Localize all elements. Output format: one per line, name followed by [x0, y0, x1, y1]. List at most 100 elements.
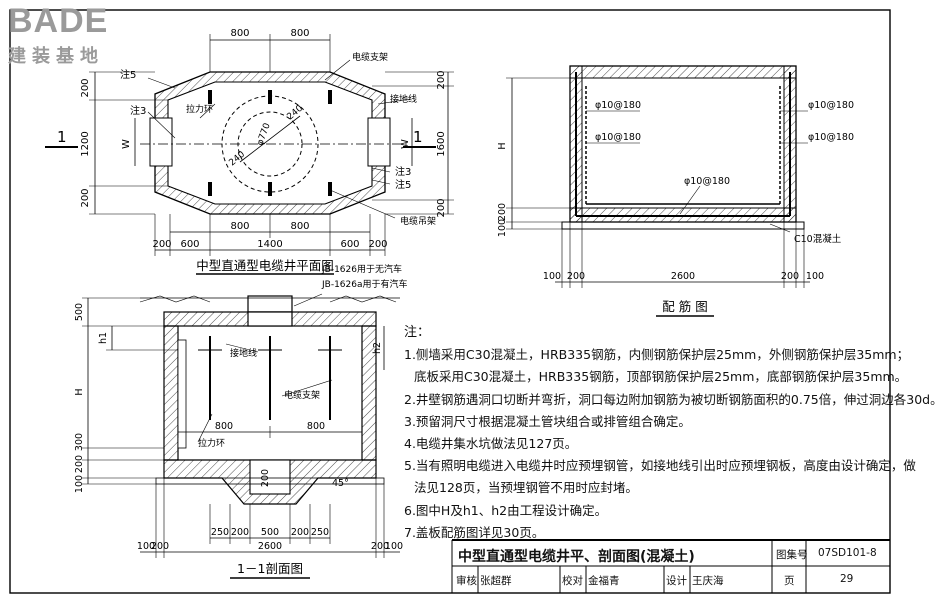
dim-text: 800 — [290, 221, 309, 232]
dim-text: 200 — [371, 541, 389, 552]
dim-text: 100 — [385, 541, 403, 552]
page-label: 页 — [784, 575, 795, 587]
sheet-frame — [9, 9, 891, 594]
dim-text: h1 — [98, 332, 109, 344]
section-view-text: JB-1626用于无汽车 JB-1626a用于有汽车 500 h1 H 300 … — [74, 263, 408, 579]
dim-text: 2600 — [258, 541, 282, 552]
dim-text: 200 — [80, 188, 91, 207]
dim-text: 800 — [230, 221, 249, 232]
notes-heading: 注： — [404, 325, 431, 340]
rebar-label: φ10@180 — [684, 176, 730, 187]
note-label: 注5 — [120, 68, 136, 81]
note-line: 1.侧墙采用C30混凝土，HRB335钢筋，内侧钢筋保护层25mm，外侧钢筋保护… — [404, 347, 910, 363]
ground-wire-label: 接地线 — [230, 347, 257, 359]
section-mark-right: 1 — [413, 128, 423, 146]
rebar-label: φ10@180 — [595, 100, 641, 111]
dim-text: 200 — [80, 78, 91, 97]
dim-text: 200 — [291, 527, 309, 538]
rebar-label: φ10@180 — [808, 132, 854, 143]
brand-logo: BADE — [8, 2, 109, 40]
dim-text: 800 — [307, 421, 325, 432]
dim-text: 500 — [261, 527, 279, 538]
dim-text: 100 — [137, 541, 155, 552]
note-line: 2.井壁钢筋遇洞口切断并弯折，洞口每边附加钢筋为被切断钢筋面积的0.75倍，伸过… — [404, 391, 943, 407]
plan-view-title: 中型直通型电缆井平面图 — [196, 258, 334, 273]
section-view — [82, 293, 400, 558]
designer-name: 王庆海 — [692, 575, 724, 587]
rebar-label: φ10@180 — [808, 100, 854, 111]
dim-text: h2 — [372, 342, 383, 354]
dim-text: W — [400, 139, 411, 149]
dim-text: 200 — [74, 455, 85, 473]
note-label: 注5 — [395, 178, 411, 191]
dim-text: 200 — [260, 469, 271, 487]
cover-label-1: JB-1626用于无汽车 — [321, 263, 402, 275]
dim-text: 1400 — [257, 239, 282, 250]
rebar-view-text: φ10@180 φ10@180 φ10@180 φ10@180 φ10@180 … — [497, 100, 854, 317]
dim-text: 600 — [340, 239, 359, 250]
check-label: 校对 — [562, 575, 583, 587]
dim-text: 100 — [74, 475, 85, 493]
c10-label: C10混凝土 — [794, 233, 842, 245]
dim-text: 200 — [151, 541, 169, 552]
dim-text: 600 — [180, 239, 199, 250]
dim-text: 200 — [436, 198, 447, 217]
dim-text: 800 — [230, 28, 249, 39]
note-line: 5.当有照明电缆进入电缆井时应预埋钢管，如接地线引出时应预埋钢板，高度由设计确定… — [404, 458, 916, 474]
dim-text: 200 — [436, 70, 447, 89]
note-line: 3.预留洞尺寸根据混凝土管块组合或排管组合确定。 — [404, 413, 691, 429]
title-block-grid — [451, 539, 890, 593]
dim-text: 100 — [806, 271, 824, 282]
note-line: 法见128页，当预埋钢管不用时应封堵。 — [414, 480, 638, 496]
dim-text: H — [497, 142, 508, 149]
drawing-canvas: 800 800 800 800 200 600 1400 600 200 200… — [9, 9, 891, 594]
brand-tagline: 建装基地 — [8, 46, 104, 67]
dim-text: 200 — [368, 239, 387, 250]
pull-ring-label: 拉力环 — [198, 437, 225, 449]
dim-text: 200 — [152, 239, 171, 250]
review-label: 审核 — [456, 575, 477, 587]
dim-text: 1200 — [80, 131, 91, 156]
checker-name: 金福青 — [588, 575, 620, 587]
note-label: 注3 — [395, 165, 411, 178]
dim-text: 200 — [497, 203, 508, 221]
reviewer-name: 张超群 — [480, 575, 512, 587]
note-line: 7.盖板配筋图详见30页。 — [404, 524, 545, 540]
rebar-label: φ10@180 — [595, 132, 641, 143]
rebar-view-title: 配 筋 图 — [662, 299, 707, 314]
dim-text: 1600 — [436, 131, 447, 156]
ground-wire-label: 接地线 — [390, 93, 417, 105]
dim-text: 200 — [567, 271, 585, 282]
rebar-view — [506, 65, 810, 288]
angle-label: 45° — [332, 478, 349, 489]
dim-text: 100 — [497, 219, 508, 237]
dim-text: 200 — [231, 527, 249, 538]
section-view-title: 1－1剖面图 — [237, 561, 303, 576]
pull-ring-label: 拉力环 — [186, 103, 213, 115]
note-line: 底板采用C30混凝土，HRB335钢筋，顶部钢筋保护层25mm，底部钢筋保护层3… — [414, 369, 908, 385]
note-line: 4.电缆井集水坑做法见127页。 — [404, 436, 578, 452]
cable-tray-label: 电缆吊架 — [400, 215, 436, 227]
cable-bracket-label: 电缆支架 — [352, 51, 388, 63]
section-mark-left: 1 — [57, 128, 67, 146]
dim-text: 250 — [211, 527, 229, 538]
cable-bracket-label: 电缆支架 — [284, 389, 320, 401]
drawing-title: 中型直通型电缆井平、剖面图(混凝土) — [458, 549, 695, 565]
drawing-sheet: 800 800 800 800 200 600 1400 600 200 200… — [9, 9, 891, 594]
atlas-number: 07SD101-8 — [818, 547, 877, 559]
dim-text: 250 — [311, 527, 329, 538]
note-line: 6.图中H及h1、h2由工程设计确定。 — [404, 502, 608, 518]
dim-text: 300 — [74, 433, 85, 451]
notes-block: 注： 1.侧墙采用C30混凝土，HRB335钢筋，内侧钢筋保护层25mm，外侧钢… — [404, 322, 943, 544]
dim-text: 2600 — [671, 271, 695, 282]
design-label: 设计 — [666, 575, 687, 587]
dim-text: 800 — [290, 28, 309, 39]
atlas-label: 图集号 — [776, 549, 808, 561]
note-label: 注3 — [130, 104, 146, 117]
dim-text: 800 — [215, 421, 233, 432]
cover-label-2: JB-1626a用于有汽车 — [321, 278, 408, 290]
page-number: 29 — [840, 573, 854, 585]
dim-text: 200 — [781, 271, 799, 282]
dim-text: W — [121, 139, 132, 149]
plan-view — [45, 34, 454, 256]
